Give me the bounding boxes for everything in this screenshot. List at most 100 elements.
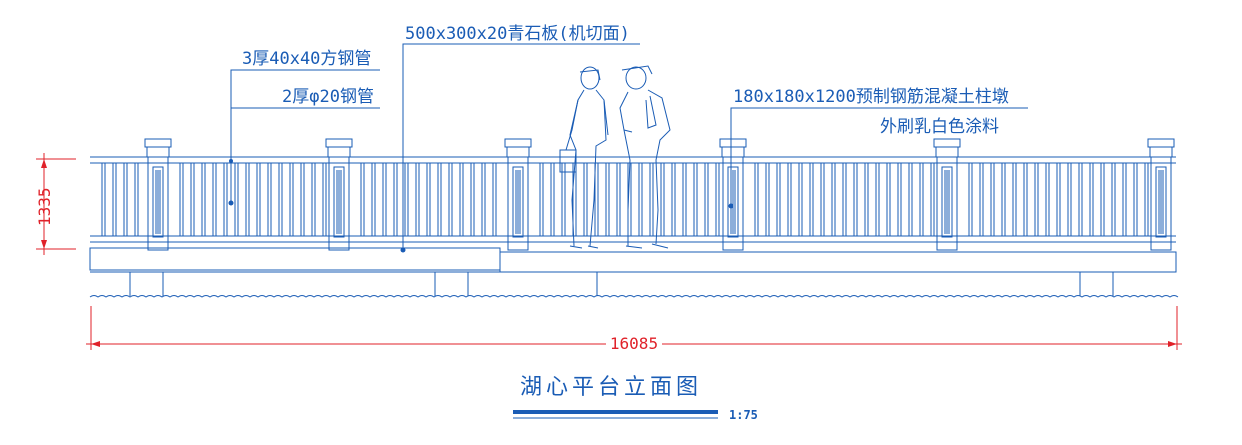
label-round-tube: 2厚φ20钢管 (282, 87, 374, 107)
dim-height-text: 1335 (35, 187, 54, 226)
label-pier: 180x180x1200预制钢筋混凝土柱墩 (733, 87, 1009, 107)
baluster (311, 162, 316, 237)
baluster (594, 162, 599, 237)
concrete-post (1147, 138, 1175, 251)
baluster (968, 162, 973, 237)
baluster (1023, 162, 1028, 237)
baluster (201, 162, 206, 237)
baluster (123, 162, 128, 237)
baluster (1122, 162, 1127, 237)
baluster (234, 162, 239, 237)
platform-supports (129, 272, 1114, 296)
baluster (1111, 162, 1116, 237)
baluster (322, 162, 327, 237)
concrete-post (719, 138, 747, 251)
drawing-title: 湖心平台立面图 (520, 375, 702, 400)
baluster (776, 162, 781, 237)
baluster (289, 162, 294, 237)
baluster (704, 162, 709, 237)
baluster (1067, 162, 1072, 237)
baluster (112, 162, 117, 237)
platform-deck (89, 247, 1177, 273)
baluster (278, 162, 283, 237)
baluster (616, 162, 621, 237)
baluster (1089, 162, 1094, 237)
baluster (583, 162, 588, 237)
concrete-post (504, 138, 532, 251)
baluster (1133, 162, 1138, 237)
baluster (539, 162, 544, 237)
baluster (638, 162, 643, 237)
baluster (481, 162, 486, 237)
baluster (101, 162, 106, 237)
label-stone-slab: 500x300x20青石板(机切面) (405, 24, 630, 44)
people-silhouettes (559, 65, 671, 249)
baluster (561, 162, 566, 237)
baluster (404, 162, 409, 237)
baluster (371, 162, 376, 237)
baluster (919, 162, 924, 237)
baluster (1100, 162, 1105, 237)
baluster (448, 162, 453, 237)
baluster (437, 162, 442, 237)
baluster (415, 162, 420, 237)
baluster (842, 162, 847, 237)
baluster (1078, 162, 1083, 237)
baluster (393, 162, 398, 237)
baluster (1144, 162, 1149, 237)
baluster (897, 162, 902, 237)
baluster (979, 162, 984, 237)
baluster (787, 162, 792, 237)
baluster (990, 162, 995, 237)
dimension-length: 16085 (86, 306, 1182, 353)
baluster (134, 162, 139, 237)
baluster (550, 162, 555, 237)
baluster (715, 162, 720, 237)
baluster (1034, 162, 1039, 237)
baluster (875, 162, 880, 237)
baluster (459, 162, 464, 237)
baluster (212, 162, 217, 237)
baluster (649, 162, 654, 237)
baluster (809, 162, 814, 237)
baluster (223, 162, 228, 237)
drawing-scale: 1:75 (729, 408, 758, 422)
concrete-post (144, 138, 172, 251)
label-paint: 外刷乳白色涂料 (880, 117, 999, 137)
baluster (886, 162, 891, 237)
water-line (89, 295, 1179, 298)
baluster (930, 162, 935, 237)
baluster (426, 162, 431, 237)
railing-balusters (101, 162, 1149, 237)
dimension-height: 1335 (35, 153, 76, 255)
baluster (693, 162, 698, 237)
baluster (382, 162, 387, 237)
baluster (179, 162, 184, 237)
baluster (267, 162, 272, 237)
baluster (1012, 162, 1017, 237)
concrete-posts (144, 138, 1175, 251)
baluster (864, 162, 869, 237)
baluster (470, 162, 475, 237)
baluster (256, 162, 261, 237)
baluster (908, 162, 913, 237)
baluster (853, 162, 858, 237)
baluster (300, 162, 305, 237)
baluster (798, 162, 803, 237)
baluster (671, 162, 676, 237)
baluster (820, 162, 825, 237)
baluster (190, 162, 195, 237)
baluster (492, 162, 497, 237)
concrete-post (933, 138, 961, 251)
baluster (682, 162, 687, 237)
baluster (1056, 162, 1061, 237)
baluster (754, 162, 759, 237)
baluster (605, 162, 610, 237)
concrete-post (325, 138, 353, 251)
baluster (765, 162, 770, 237)
baluster (831, 162, 836, 237)
baluster (360, 162, 365, 237)
label-square-tube: 3厚40x40方钢管 (242, 49, 371, 69)
title-underline (513, 410, 718, 414)
